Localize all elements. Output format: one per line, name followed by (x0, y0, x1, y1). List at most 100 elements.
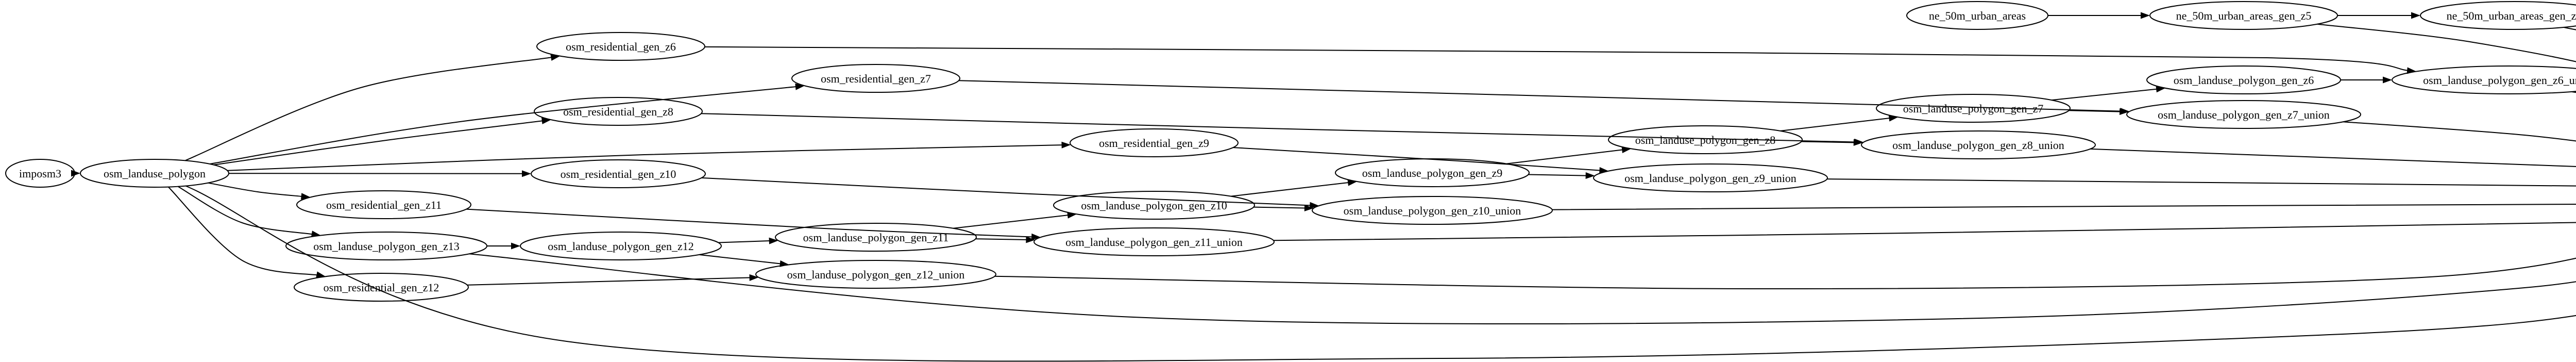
arrowhead-icon (1621, 146, 1632, 153)
edge-osm_landuse_polygon_gen_z10_union--layer-z10 (1552, 204, 2576, 210)
arrowhead-icon (1304, 204, 1314, 211)
edge-osm_landuse_polygon_gen_z13--osm_landuse_polygon_gen_z12 (487, 242, 520, 250)
arrowhead-icon (1031, 233, 1041, 240)
node-osm_residential_gen_z7 (791, 64, 960, 93)
arrowhead-icon (301, 193, 311, 200)
arrowhead-icon (2406, 67, 2417, 74)
edge-osm_landuse_polygon_gen_z12--osm_landuse_polygon_gen_z11 (718, 237, 778, 244)
arrowhead-icon (2120, 108, 2130, 115)
node-osm_residential_gen_z8 (534, 97, 703, 126)
edge-osm_residential_gen_z11--osm_landuse_polygon_gen_z11_union (466, 208, 1041, 240)
edge-imposm3--osm_landuse_polygon (71, 170, 80, 177)
arrowhead-icon (749, 274, 759, 281)
node-label: osm_landuse_polygon_gen_z9 (1362, 167, 1503, 179)
edge-osm_landuse_polygon_gen_z11_union--layer-z11 (1273, 222, 2576, 241)
label-layer: imposm3 osm_landuse_polygon osm_residentia… (19, 9, 2576, 294)
node-osm_landuse_polygon_gen_z12_union (755, 260, 996, 289)
edge-osm_residential_gen_z9--osm_landuse_polygon_gen_z9_union (1233, 147, 1609, 174)
node-label: osm_landuse_polygon_gen_z12_union (787, 268, 965, 281)
arrowhead-icon (1310, 202, 1319, 209)
node-label: osm_residential_gen_z10 (561, 168, 676, 180)
arrowhead-icon (2156, 86, 2166, 93)
node-label: osm_landuse_polygon_gen_z8_union (1892, 139, 2064, 152)
node-osm_landuse_polygon_gen_z7_union (2126, 100, 2361, 129)
arrowhead-icon (2141, 12, 2150, 19)
node-label: osm_landuse_polygon_gen_z8 (1635, 134, 1776, 146)
edge-osm_landuse_polygon--osm_residential_gen_z10 (228, 170, 531, 177)
node-label: osm_landuse_polygon_gen_z7 (1903, 102, 2044, 115)
node-label: osm_landuse_polygon_gen_z11_union (1065, 236, 1243, 249)
edge-osm_landuse_polygon_gen_z11--osm_landuse_polygon_gen_z11_union (975, 236, 1036, 243)
edge-osm_landuse_polygon_gen_z8--osm_landuse_polygon_gen_z8_union (1801, 139, 1863, 146)
node-label: osm_residential_gen_z11 (326, 199, 442, 211)
edge-osm_landuse_polygon_gen_z12--osm_landuse_polygon_gen_z12_union (699, 254, 789, 267)
arrowhead-icon (1854, 138, 1864, 145)
node-layer (5, 1, 2576, 302)
node-label: osm_residential_gen_z8 (563, 105, 673, 118)
edge-osm_residential_gen_z8--osm_landuse_polygon_gen_z8_union (701, 113, 1864, 145)
arrowhead-icon (1347, 179, 1358, 186)
node-osm_residential_gen_z9 (1070, 128, 1239, 157)
node-label: osm_residential_gen_z6 (566, 40, 676, 53)
node-osm_residential_gen_z12 (294, 273, 469, 302)
arrowhead-icon (2411, 12, 2420, 19)
edge-ne_50m_urban_areas--ne_50m_urban_areas_gen_z5 (2048, 12, 2150, 19)
node-label: osm_landuse_polygon_gen_z10 (1081, 199, 1227, 212)
arrowhead-icon (779, 260, 789, 267)
node-osm_landuse_polygon_gen_z11 (775, 223, 977, 252)
edge-osm_landuse_polygon_gen_z9--osm_landuse_polygon_gen_z8 (1506, 146, 1632, 164)
edge-osm_landuse_polygon--layer-z14+ (185, 185, 2576, 362)
node-osm_landuse_polygon_gen_z8 (1608, 125, 1803, 154)
edge-osm_landuse_polygon_gen_z9--osm_landuse_polygon_gen_z9_union (1528, 172, 1595, 179)
arrowhead-icon (1067, 211, 1077, 219)
edge-osm_landuse_polygon--osm_residential_gen_z9 (227, 141, 1071, 171)
node-label: osm_landuse_polygon_gen_z9_union (1624, 172, 1797, 185)
node-osm_residential_gen_z11 (296, 190, 471, 219)
edge-osm_landuse_polygon_gen_z6--osm_landuse_polygon_gen_z6_union (2341, 76, 2392, 84)
edge-osm_landuse_polygon--osm_residential_gen_z12 (167, 186, 326, 278)
node-label: osm_residential_gen_z9 (1099, 137, 1209, 150)
edge-osm_landuse_polygon_gen_z7--osm_landuse_polygon_gen_z6 (2051, 86, 2166, 101)
node-label: ne_50m_urban_areas_gen_z5 (2176, 9, 2312, 22)
arrowhead-icon (511, 242, 520, 250)
node-label: osm_residential_gen_z7 (821, 72, 931, 85)
edge-osm_landuse_polygon_gen_z6_union--layer-z6 (2571, 91, 2576, 93)
edge-osm_residential_gen_z10--osm_landuse_polygon_gen_z10_union (701, 177, 1319, 209)
arrowhead-icon (522, 170, 531, 177)
edge-osm_landuse_polygon_gen_z12_union--layer-z12 (994, 257, 2576, 290)
node-osm_landuse_polygon_gen_z9_union (1593, 163, 1828, 192)
arrowhead-icon (1888, 114, 1899, 122)
arrowhead-icon (1061, 141, 1071, 149)
edge-osm_residential_gen_z12--osm_landuse_polygon_gen_z12_union (467, 274, 759, 286)
node-label: osm_landuse_polygon_gen_z13 (313, 240, 460, 253)
edge-osm_landuse_polygon--osm_landuse_polygon_gen_z13 (177, 186, 321, 238)
node-osm_landuse_polygon_gen_z7 (1876, 94, 2071, 123)
edge-osm_landuse_polygon_gen_z10--osm_landuse_polygon_gen_z9 (1230, 179, 1358, 197)
edge-osm_landuse_polygon_gen_z13--layer-z13 (469, 253, 2576, 325)
edge-osm_landuse_polygon_gen_z8--osm_landuse_polygon_gen_z7 (1780, 114, 1899, 131)
node-label: imposm3 (19, 167, 61, 180)
arrowhead-icon (71, 170, 80, 177)
edge-osm_landuse_polygon_gen_z8_union--layer-z8 (2090, 148, 2576, 167)
arrowhead-icon (1585, 172, 1595, 179)
node-label: osm_landuse_polygon_gen_z7_union (2158, 108, 2330, 121)
edge-osm_landuse_polygon_gen_z11--osm_landuse_polygon_gen_z10 (953, 211, 1077, 229)
node-osm_residential_gen_z10 (531, 159, 706, 188)
node-osm_landuse_polygon_gen_z11_union (1033, 227, 1275, 256)
node-label: osm_residential_gen_z12 (324, 281, 439, 294)
edge-osm_landuse_polygon_gen_z9_union--layer-z9 (1827, 178, 2576, 187)
arrowhead-icon (795, 83, 805, 90)
edge-osm_landuse_polygon--osm_residential_gen_z7 (210, 83, 805, 164)
edge-osm_landuse_polygon_gen_z10--osm_landuse_polygon_gen_z10_union (1253, 204, 1314, 211)
node-label: osm_landuse_polygon (104, 167, 206, 180)
edge-osm_residential_gen_z7--osm_landuse_polygon_gen_z7_union (958, 80, 2130, 115)
node-label: osm_landuse_polygon_gen_z11 (803, 231, 949, 244)
edge-osm_landuse_polygon--osm_residential_gen_z8 (213, 118, 551, 166)
edge-ne_50m_urban_areas_gen_z5--ne_50m_urban_areas_gen_z4 (2337, 12, 2420, 19)
node-label: osm_landuse_polygon_gen_z12 (548, 240, 694, 253)
node-label: osm_landuse_polygon_gen_z10_union (1344, 204, 1521, 217)
edge-osm_landuse_polygon--osm_residential_gen_z6 (184, 54, 561, 161)
arrowhead-icon (541, 118, 551, 124)
arrowhead-icon (550, 54, 561, 61)
